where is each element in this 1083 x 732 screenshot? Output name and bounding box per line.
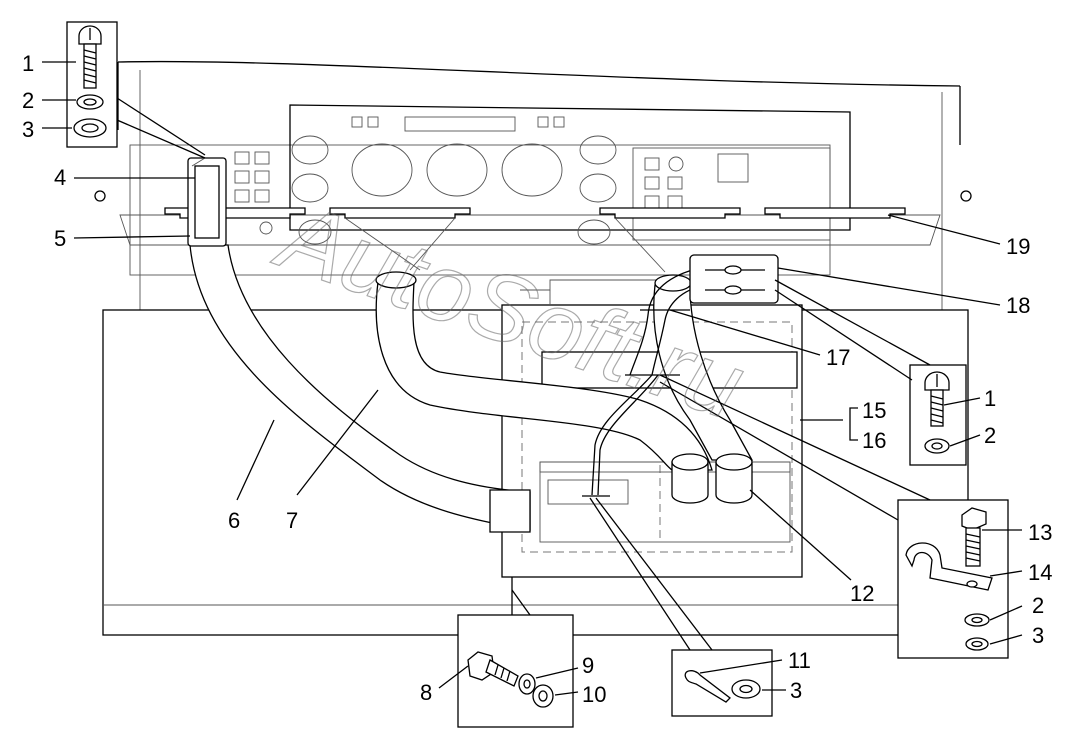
inset-cotter-pin — [589, 497, 773, 717]
callout-3-washer-b: 3 — [790, 678, 802, 703]
callout-11: 11 — [788, 648, 811, 673]
callout-15: 15 — [862, 398, 886, 423]
instrument-cluster — [291, 116, 617, 245]
left-switch-panel — [234, 151, 273, 235]
inset-clamp — [659, 374, 1009, 659]
callout-18: 18 — [1006, 293, 1030, 318]
callout-2-washer-b: 2 — [984, 423, 996, 448]
callout-5: 5 — [54, 226, 66, 251]
callout-14: 14 — [1028, 560, 1052, 585]
callout-2-washer: 2 — [22, 88, 34, 113]
callout-12: 12 — [850, 581, 874, 606]
callout-1-screw-b: 1 — [984, 386, 996, 411]
nozzle-4-5 — [187, 157, 227, 247]
callout-19: 19 — [1006, 234, 1030, 259]
callout-13: 13 — [1028, 520, 1052, 545]
inset-bolt — [457, 577, 574, 728]
callout-16: 16 — [862, 428, 886, 453]
inset-top-left — [66, 21, 206, 159]
callout-1-screw: 1 — [22, 51, 34, 76]
callout-10: 10 — [582, 682, 606, 707]
control-block-18 — [689, 254, 779, 304]
air-duct-6 — [189, 244, 531, 533]
right-switch-panel — [632, 147, 831, 241]
callout-4: 4 — [54, 165, 66, 190]
inset-right-screw — [774, 279, 967, 466]
callout-3-washer-c: 3 — [1032, 623, 1044, 648]
control-cables — [582, 267, 707, 497]
callout-9: 9 — [582, 653, 594, 678]
callout-8: 8 — [420, 680, 432, 705]
callout-7: 7 — [286, 508, 298, 533]
callout-2-washer-c: 2 — [1032, 593, 1044, 618]
air-duct-12 — [653, 274, 754, 504]
callout-3-washer: 3 — [22, 117, 34, 142]
callout-6: 6 — [228, 508, 240, 533]
air-duct-7 — [375, 271, 713, 471]
callout-17: 17 — [826, 345, 850, 370]
leader-lines — [42, 61, 1023, 696]
